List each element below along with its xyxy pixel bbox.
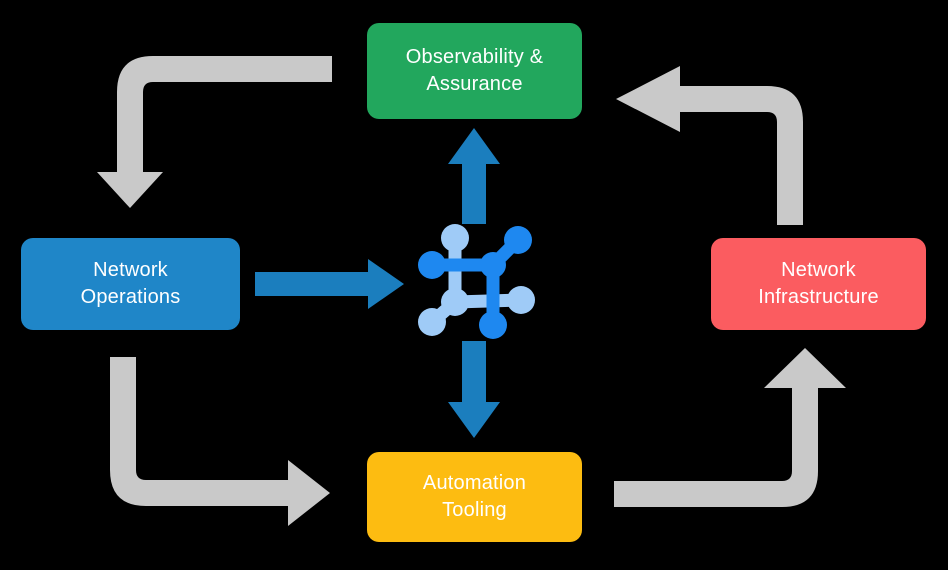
gray-arrow-observability-to-operations xyxy=(97,56,332,208)
blue-arrow-center-to-automation xyxy=(448,341,500,438)
node-label-network-infrastructure: Network Infrastructure xyxy=(758,259,879,308)
node-box-automation-tooling[interactable]: Automation Tooling xyxy=(367,452,582,542)
node-label-network-operations: Network Operations xyxy=(80,259,181,308)
icon-node-bottom-dark xyxy=(479,311,507,339)
node-label-observability-assurance: Observability & Assurance xyxy=(405,46,544,95)
gray-arrow-infrastructure-to-observability xyxy=(616,66,803,225)
icon-node-center-junction xyxy=(480,252,506,278)
icon-node-bottom-left-light xyxy=(418,308,446,336)
icon-node-right-light xyxy=(507,286,535,314)
node-box-observability-assurance[interactable]: Observability & Assurance xyxy=(367,23,582,119)
gray-arrow-operations-to-automation xyxy=(110,357,330,526)
icon-node-top-right-dark xyxy=(504,226,532,254)
icon-node-center-light xyxy=(441,288,469,316)
blue-arrow-operations-to-center xyxy=(255,259,404,309)
node-box-network-operations[interactable]: Network Operations xyxy=(21,238,240,330)
node-box-network-infrastructure[interactable]: Network Infrastructure xyxy=(711,238,926,330)
network-icon-nodes xyxy=(418,224,535,339)
icon-node-top-light xyxy=(441,224,469,252)
blue-arrow-center-to-observability xyxy=(448,128,500,224)
node-label-automation-tooling: Automation Tooling xyxy=(422,472,527,521)
gray-arrow-automation-to-infrastructure xyxy=(614,348,846,507)
icon-node-left-dark xyxy=(418,251,446,279)
